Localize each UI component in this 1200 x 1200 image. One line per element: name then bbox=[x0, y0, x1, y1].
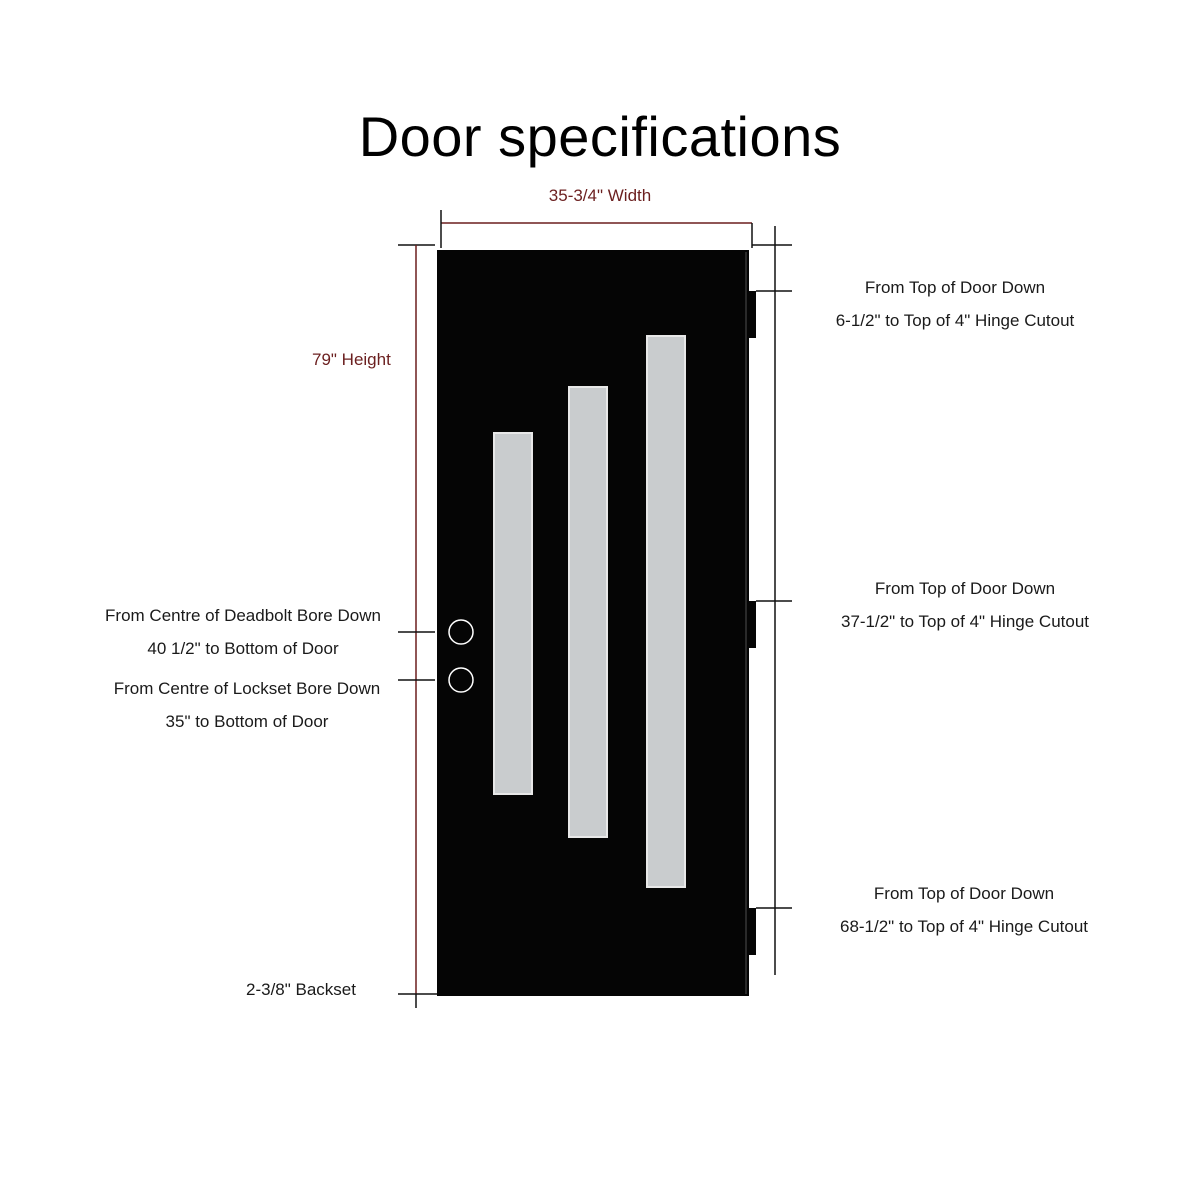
page-title: Door specifications bbox=[358, 105, 842, 168]
lockset-bore bbox=[448, 667, 474, 693]
hinge-top-line1: From Top of Door Down bbox=[864, 278, 1046, 297]
backset-label: 2-3/8" Backset bbox=[246, 980, 356, 999]
hinge-top-line2: 6-1/2" to Top of 4" Hinge Cutout bbox=[835, 311, 1075, 330]
hinge-cutout-middle bbox=[749, 601, 756, 648]
width-label: 35-3/4" Width bbox=[548, 186, 652, 205]
hinge-bottom-line1: From Top of Door Down bbox=[873, 884, 1055, 903]
glass-lite-left bbox=[493, 432, 533, 795]
glass-lite-right bbox=[646, 335, 686, 888]
deadbolt-bore bbox=[448, 619, 474, 645]
lockset-line1: From Centre of Lockset Bore Down bbox=[113, 679, 381, 698]
deadbolt-line1: From Centre of Deadbolt Bore Down bbox=[105, 606, 381, 625]
height-label: 79" Height bbox=[312, 350, 391, 369]
hinge-middle-line1: From Top of Door Down bbox=[874, 579, 1056, 598]
hinge-cutout-top bbox=[749, 291, 756, 338]
hinge-cutout-bottom bbox=[749, 908, 756, 955]
lockset-line2: 35" to Bottom of Door bbox=[165, 712, 329, 731]
hinge-middle-line2: 37-1/2" to Top of 4" Hinge Cutout bbox=[840, 612, 1090, 631]
deadbolt-line2: 40 1/2" to Bottom of Door bbox=[147, 639, 339, 658]
glass-lite-middle bbox=[568, 386, 608, 838]
hinge-bottom-line2: 68-1/2" to Top of 4" Hinge Cutout bbox=[839, 917, 1089, 936]
